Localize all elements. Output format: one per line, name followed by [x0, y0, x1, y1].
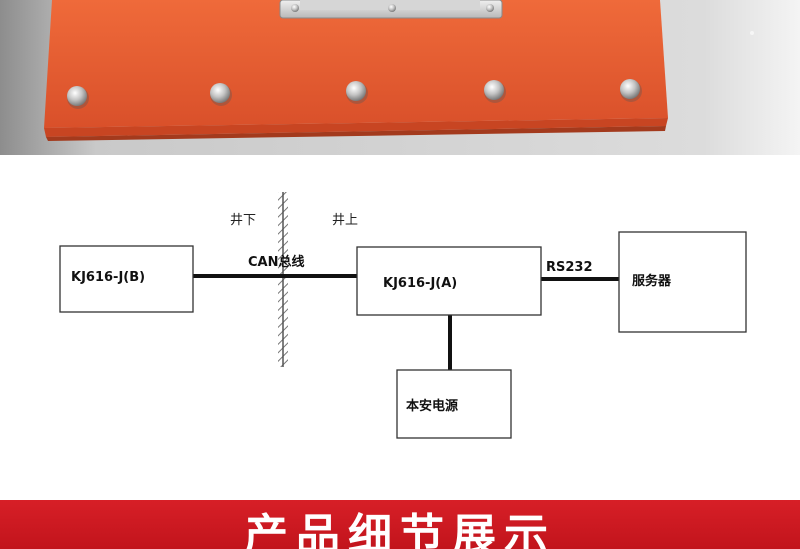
- bolt-icon: [210, 83, 232, 106]
- bolt-icon: [484, 80, 506, 103]
- node-kj616-b: KJ616-J(B): [59, 245, 194, 313]
- shaft-boundary: [278, 192, 288, 367]
- node-server-label: 服务器: [632, 273, 672, 289]
- can-bus-label: CAN总线: [248, 254, 304, 270]
- product-photo: [0, 0, 800, 155]
- bolt-icon: [67, 86, 89, 109]
- node-kj616-a-label: KJ616-J(A): [383, 276, 457, 291]
- underground-label: 井下: [230, 213, 256, 228]
- bolt-icon: [346, 81, 368, 104]
- enclosure-illustration: [0, 0, 800, 155]
- system-diagram: KJ616-J(B) KJ616-J(A) 服务器 本安电源 井下 井上 CAN…: [0, 155, 800, 500]
- node-kj616-b-label: KJ616-J(B): [71, 270, 145, 285]
- aboveground-label: 井上: [332, 213, 358, 228]
- rs232-label: RS232: [546, 260, 593, 275]
- section-banner: 产品细节展示: [0, 500, 800, 549]
- node-kj616-a: KJ616-J(A): [356, 246, 542, 316]
- node-power-supply: 本安电源: [396, 369, 512, 439]
- node-server: 服务器: [618, 231, 747, 333]
- bolt-icon: [620, 79, 642, 102]
- node-power-supply-label: 本安电源: [406, 398, 458, 414]
- banner-title: 产品细节展示: [244, 510, 556, 549]
